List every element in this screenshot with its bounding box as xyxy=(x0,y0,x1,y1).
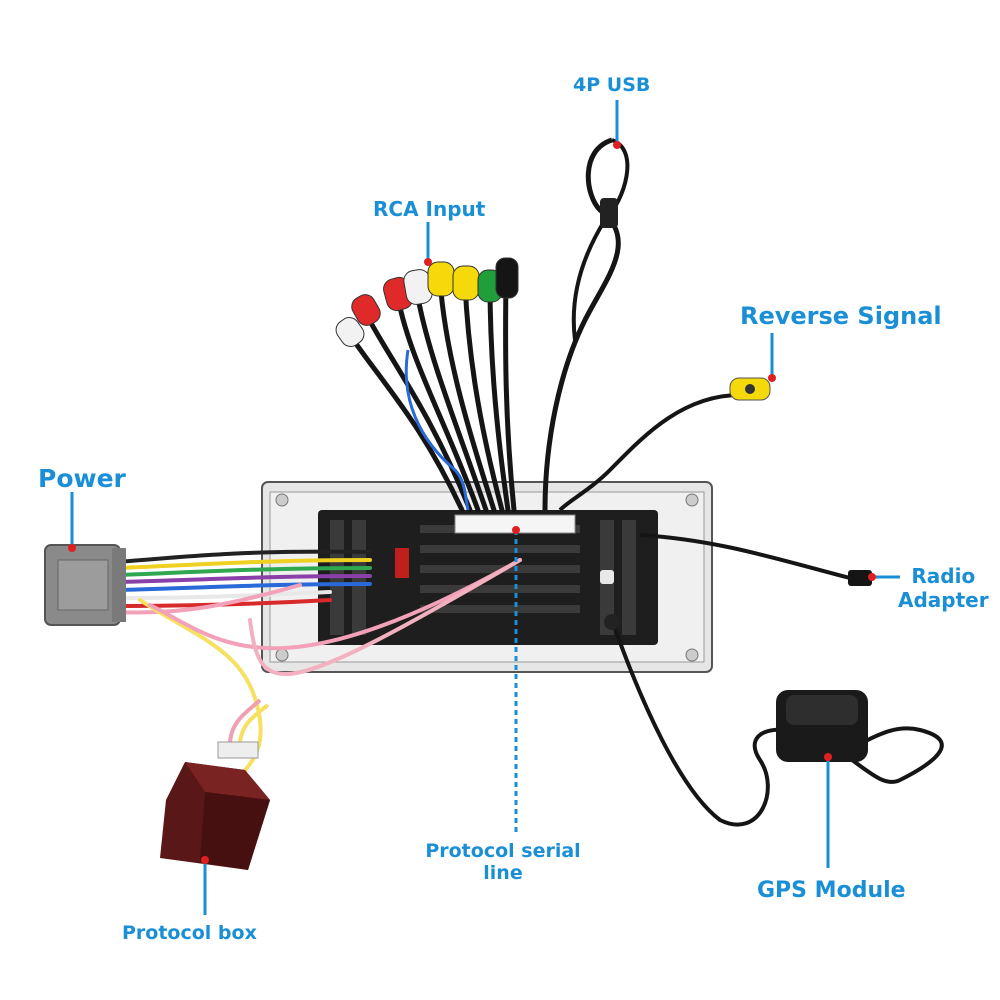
gps-module-label: GPS Module xyxy=(757,878,906,903)
protocol-box-label: Protocol box xyxy=(122,922,257,944)
protocol-serial-line-label: Protocol serial line xyxy=(420,840,586,884)
radio-adapter-plug-icon xyxy=(639,533,872,586)
power-harness xyxy=(116,549,522,782)
power-connector-icon xyxy=(44,544,126,626)
protocol-serial-line-label-line2: line xyxy=(483,862,523,884)
rca-plug-icon xyxy=(335,257,519,347)
protocol-box-icon xyxy=(160,698,270,870)
power-label: Power xyxy=(38,464,126,493)
rca-cables xyxy=(347,277,517,513)
usb-plug-icon xyxy=(542,137,630,511)
reverse-signal-cable xyxy=(558,377,771,512)
radio-adapter-label: Radio Adapter xyxy=(898,564,989,612)
protocol-serial-line-label-line1: Protocol serial xyxy=(425,840,581,862)
radio-adapter-label-line1: Radio xyxy=(911,564,976,588)
leader-lines xyxy=(70,100,900,915)
rca-input-label: RCA Input xyxy=(373,197,486,221)
reverse-signal-label: Reverse Signal xyxy=(740,302,942,330)
marker-dots xyxy=(68,141,876,864)
gps-antenna-icon xyxy=(604,614,944,827)
usb-label: 4P USB xyxy=(573,74,651,96)
radio-adapter-label-line2: Adapter xyxy=(898,588,989,612)
